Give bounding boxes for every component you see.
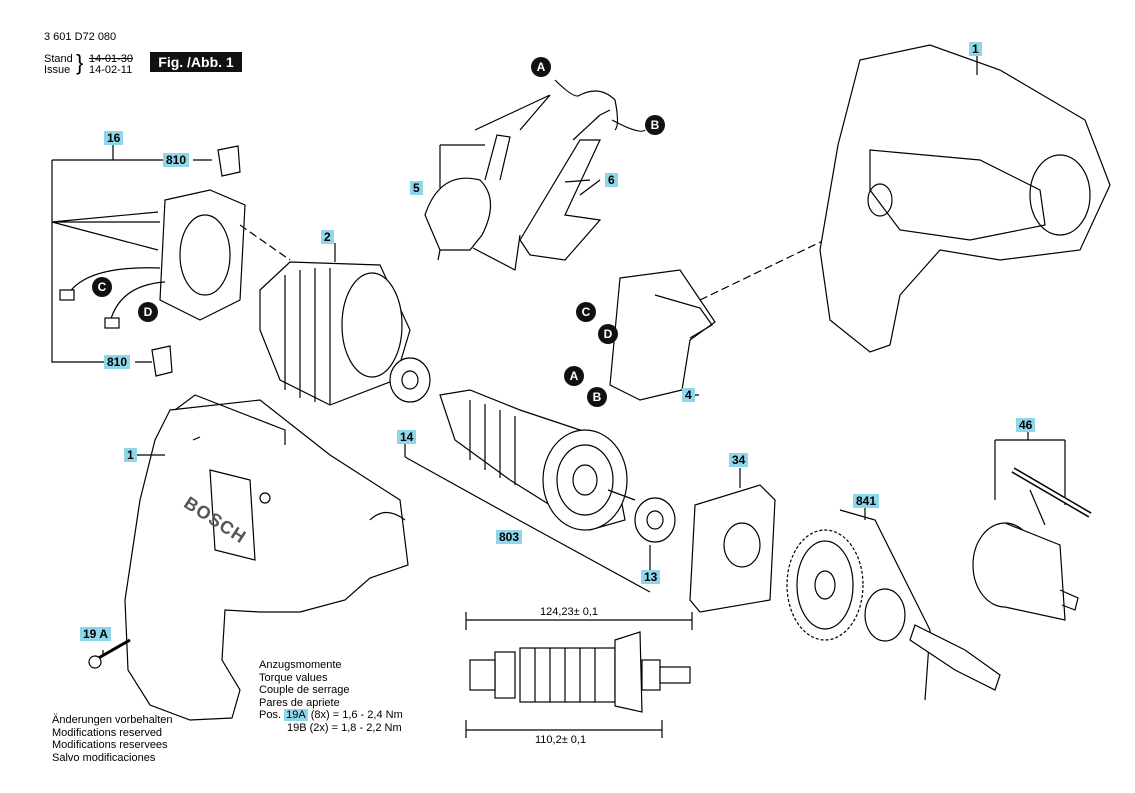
label-16: 16 [104,131,124,145]
torque-row-2-value: = 1,8 - 2,2 Nm [331,721,402,734]
connector-c-switch: C [576,302,596,322]
label-810-bottom: 810 [104,355,131,369]
label-46: 46 [1016,418,1036,432]
modifications-line-2: Modifications reserved [52,726,163,739]
connector-d-left: D [138,302,158,322]
torque-row-1-prefix: Pos. [259,709,282,721]
figure-label: Fig. /Abb. 1 [150,52,242,72]
torque-line-4: Pares de apriete [259,696,340,709]
label-803: 803 [496,530,523,544]
modifications-note: Änderungen vorbehalten Modifications res… [52,714,172,764]
label-1-body: 1 [124,448,137,462]
torque-row-1-pos: 19A [284,709,308,721]
modifications-line-1: Änderungen vorbehalten [52,714,173,726]
torque-row-1: Pos. 19A (8x) = 1,6 - 2,4 Nm [259,709,403,722]
issue-date: 14-02-11 [89,64,133,76]
torque-line-1: Anzugsmomente [259,659,342,671]
torque-row-1-value: = 1,6 - 2,4 Nm [332,709,403,721]
stand-date: 14-01-30 [89,53,134,65]
torque-row-2-pos: 19B [287,721,307,734]
connector-a-switch: A [564,366,584,386]
connector-a-top: A [531,57,551,77]
brace: } [76,50,84,75]
label-6: 6 [605,173,618,187]
part-number: 3 601 D72 080 [44,31,117,43]
torque-row-2: 19B (2x) = 1,8 - 2,2 Nm [259,722,403,735]
connector-d-switch: D [598,324,618,344]
label-2: 2 [321,230,334,244]
label-810-top: 810 [163,153,190,167]
torque-line-2: Torque values [259,671,328,684]
modifications-line-3: Modifications reservees [52,739,168,751]
label-14: 14 [397,430,417,444]
torque-row-1-qty: (8x) [310,709,330,721]
label-1-housing: 1 [969,42,982,56]
issue-label: Issue [44,64,71,76]
connector-b-top: B [645,115,665,135]
torque-values: Anzugsmomente Torque values Couple de se… [259,659,403,734]
label-4: 4 [682,388,695,402]
dimension-bottom: 110,2± 0,1 [535,734,587,746]
stand-label: Stand [44,53,73,65]
connector-b-switch: B [587,387,607,407]
label-34: 34 [729,453,749,467]
label-841: 841 [853,494,880,508]
label-5: 5 [410,181,423,195]
modifications-line-4: Salvo modificaciones [52,751,156,764]
connector-c-left: C [92,277,112,297]
label-19a: 19 A [80,627,111,641]
torque-line-3: Couple de serrage [259,684,350,696]
torque-row-2-qty: (2x) [309,721,329,734]
dimension-top: 124,23± 0,1 [540,606,599,618]
label-13: 13 [641,570,661,584]
